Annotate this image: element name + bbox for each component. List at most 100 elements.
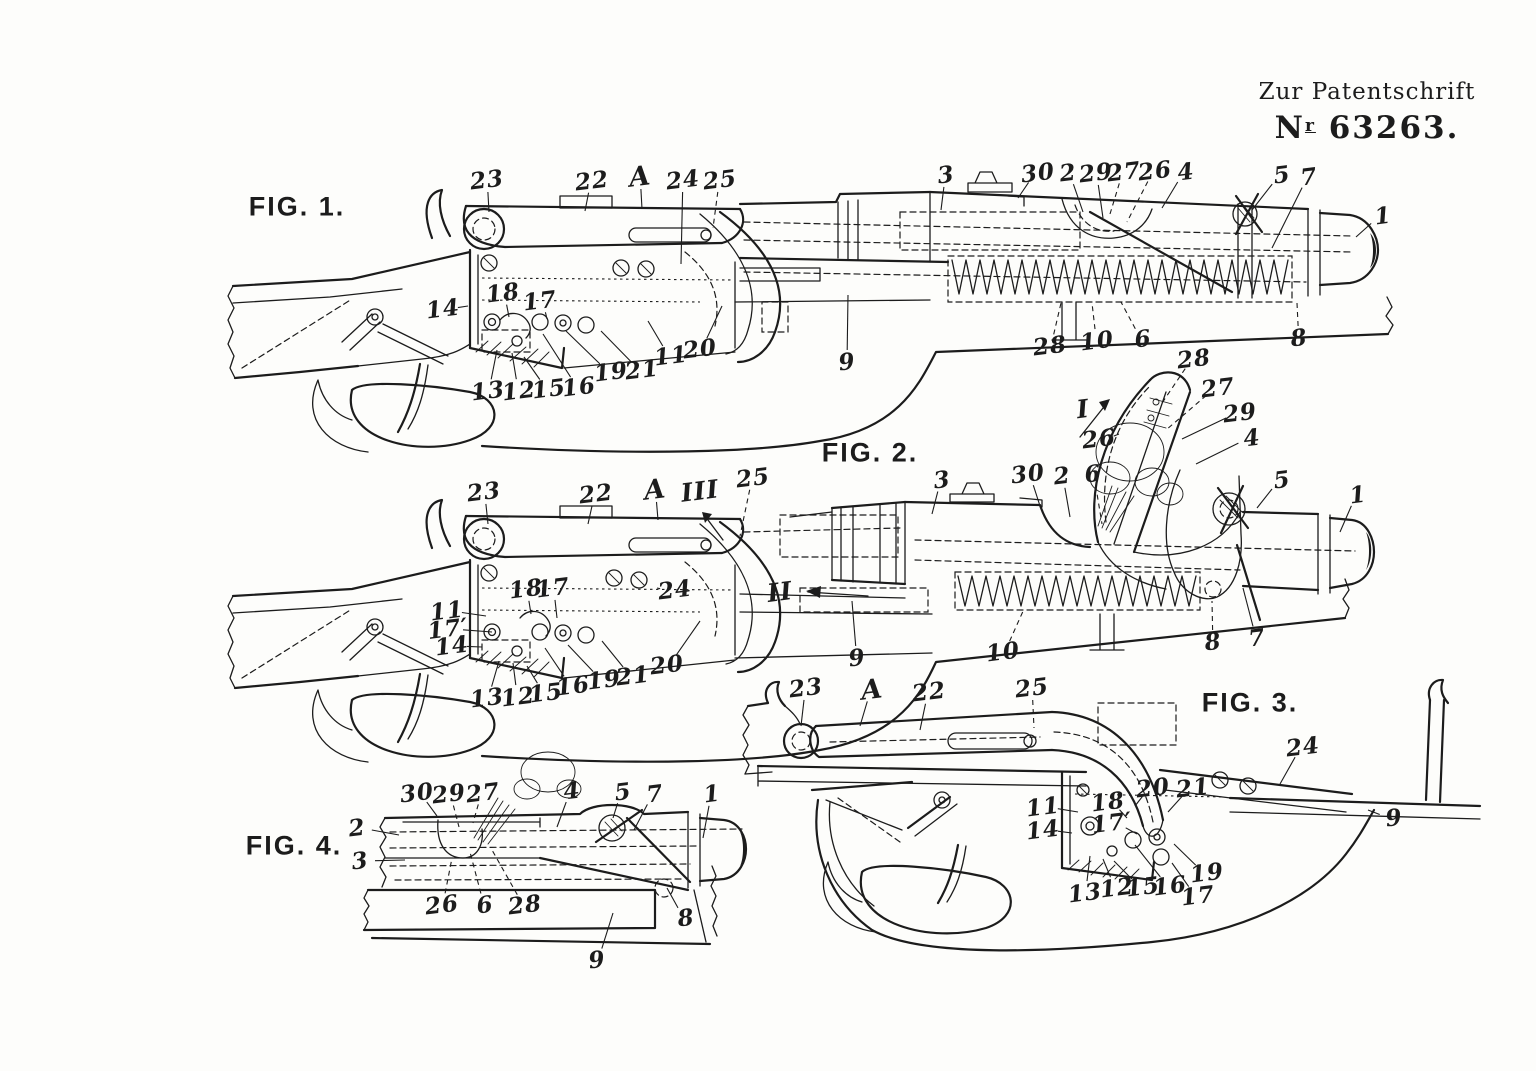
- part-label-7: 7: [644, 779, 666, 809]
- part-label-10: 10: [1078, 325, 1116, 357]
- part-label-29: 29: [430, 778, 468, 810]
- part-label-20: 20: [1134, 772, 1172, 804]
- fig3-trigger-guard: [859, 864, 1012, 935]
- patent-number: Nr 63263.: [1275, 110, 1460, 146]
- part-label-22: 22: [910, 676, 948, 708]
- leader-line-23: [487, 191, 490, 213]
- leader-line-24: [1279, 756, 1296, 785]
- leader-line-13: [1086, 855, 1091, 882]
- part-label-23: 23: [465, 476, 503, 508]
- part-label-21: 21: [1174, 772, 1212, 804]
- leader-line-29: [1181, 417, 1227, 440]
- part-label-27: 27: [1199, 372, 1237, 404]
- fig2-open-bolt: [1093, 378, 1152, 544]
- leader-line-9: [846, 294, 849, 351]
- part-label-16: 16: [560, 371, 598, 403]
- leader-line-15: [526, 665, 538, 684]
- leader-line-17: [554, 599, 558, 619]
- part-label-25: 25: [701, 164, 739, 196]
- part-label-21: 21: [614, 660, 652, 692]
- leader-line-17: [1171, 862, 1190, 887]
- leader-line-6: [1095, 485, 1103, 525]
- part-label-6: 6: [1132, 324, 1154, 354]
- fig3-drawing: [742, 678, 1482, 952]
- part-label-17: 17: [1179, 880, 1217, 912]
- leader-line-25: [739, 489, 751, 537]
- leader-line-23: [800, 699, 805, 727]
- leader-line-26: [1126, 181, 1149, 223]
- leader-line-27: [472, 804, 479, 824]
- smoke-cloud: [513, 751, 582, 800]
- leader-line-12: [1102, 858, 1112, 878]
- leader-line-7: [1271, 187, 1303, 249]
- leader-line-6: [469, 851, 482, 894]
- leader-line-25: [712, 191, 719, 229]
- leader-line-1: [1355, 222, 1372, 238]
- part-label-22: 22: [577, 478, 615, 510]
- section-arrow-I: [1099, 399, 1110, 411]
- leader-line-8: [1211, 600, 1214, 631]
- figure-title-1: FIG. 1.: [248, 191, 346, 222]
- part-label-30: 30: [1009, 458, 1047, 490]
- leader-line-24: [656, 587, 661, 590]
- leader-line-18: [528, 600, 532, 615]
- leader-line-A: [640, 188, 643, 210]
- part-label-10: 10: [984, 636, 1022, 668]
- leader-line-7: [633, 804, 648, 831]
- part-label-8: 8: [1288, 323, 1310, 353]
- leader-line-28: [1053, 302, 1062, 335]
- leader-line-13: [491, 660, 500, 687]
- part-label-9: 9: [846, 643, 868, 673]
- leader-line-8: [666, 887, 679, 909]
- leader-line-17′: [1125, 827, 1138, 835]
- fig2-lever-knob: [462, 517, 506, 561]
- part-label-6: 6: [1082, 459, 1104, 489]
- part-label-9: 9: [586, 945, 608, 975]
- part-label-26: 26: [423, 889, 461, 921]
- part-label-4: 4: [561, 776, 583, 806]
- fig1-trigger-guard: [349, 382, 496, 448]
- leader-line-17′: [462, 629, 493, 633]
- fig1-spring-box: [947, 255, 1293, 303]
- leader-line-17: [544, 312, 548, 320]
- part-label-2: 2: [1051, 461, 1073, 491]
- fig2-trigger-guard: [349, 692, 496, 758]
- leader-line-4: [1195, 442, 1239, 465]
- part-label-1: 1: [1372, 201, 1394, 231]
- leader-line-2: [1072, 184, 1084, 213]
- leader-line-22: [584, 192, 590, 212]
- leader-line-5: [1251, 183, 1273, 211]
- header-line1: Zur Patentschrift: [1258, 79, 1476, 105]
- leader-line-11: [1057, 808, 1079, 813]
- section-arrow-III: [702, 512, 712, 523]
- part-label-2: 2: [346, 813, 368, 843]
- part-label-8: 8: [675, 903, 697, 933]
- part-label-5: 5: [1271, 160, 1293, 190]
- part-label-28: 28: [1031, 330, 1069, 362]
- part-label-4: 4: [1175, 157, 1197, 187]
- leader-line-8: [1296, 302, 1299, 327]
- leader-line-3: [931, 491, 939, 515]
- part-label-27: 27: [464, 777, 502, 809]
- part-label-26: 26: [1080, 423, 1118, 455]
- leader-line-27: [1109, 183, 1120, 215]
- leader-line-20: [1134, 796, 1143, 807]
- leader-line-21: [1167, 795, 1183, 813]
- leader-line-14: [1057, 830, 1073, 834]
- leader-line-10: [1009, 608, 1025, 642]
- leader-line-18: [506, 304, 510, 318]
- leader-line-21: [600, 330, 632, 363]
- part-label-23: 23: [468, 164, 506, 196]
- fig2-recoil-spring: [957, 575, 1197, 607]
- leader-line-16: [544, 647, 565, 677]
- leader-line-9: [601, 912, 614, 949]
- part-label-7: 7: [1246, 623, 1268, 653]
- part-label-1: 1: [1347, 480, 1369, 510]
- patent-number-prefix: N: [1274, 110, 1305, 146]
- leader-line-24: [680, 191, 684, 265]
- part-label-3: 3: [931, 465, 953, 495]
- leader-line-26: [1113, 433, 1120, 437]
- leader-line-19: [565, 330, 601, 365]
- leader-line-3: [940, 186, 945, 211]
- leader-line-16: [542, 333, 572, 378]
